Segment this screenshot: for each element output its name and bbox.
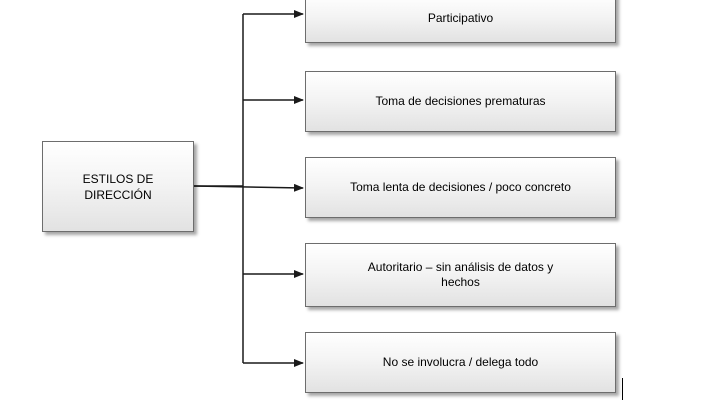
root-node-label: ESTILOS DE DIRECCIÓN xyxy=(82,171,154,202)
branch-node-label: Toma de decisiones prematuras xyxy=(375,94,546,108)
branch-node-participativo: Participativo xyxy=(305,0,616,43)
root-node: ESTILOS DE DIRECCIÓN xyxy=(42,141,194,232)
branch-node-autoritario: Autoritario – sin análisis de datos y he… xyxy=(305,243,616,307)
branch-node-no-se-involucra: No se involucra / delega todo xyxy=(305,332,616,393)
branch-node-label: No se involucra / delega todo xyxy=(382,355,539,369)
branch-node-label: Toma lenta de decisiones / poco concreto xyxy=(350,180,571,194)
text-cursor-mark xyxy=(622,378,623,400)
branch-node-toma-lenta: Toma lenta de decisiones / poco concreto xyxy=(305,157,616,218)
branch-node-decisiones-prematuras: Toma de decisiones prematuras xyxy=(305,71,616,132)
branch-node-label: Participativo xyxy=(427,11,494,25)
branch-node-label: Autoritario – sin análisis de datos y he… xyxy=(367,260,554,289)
arrow-to-toma-lenta xyxy=(193,183,304,192)
